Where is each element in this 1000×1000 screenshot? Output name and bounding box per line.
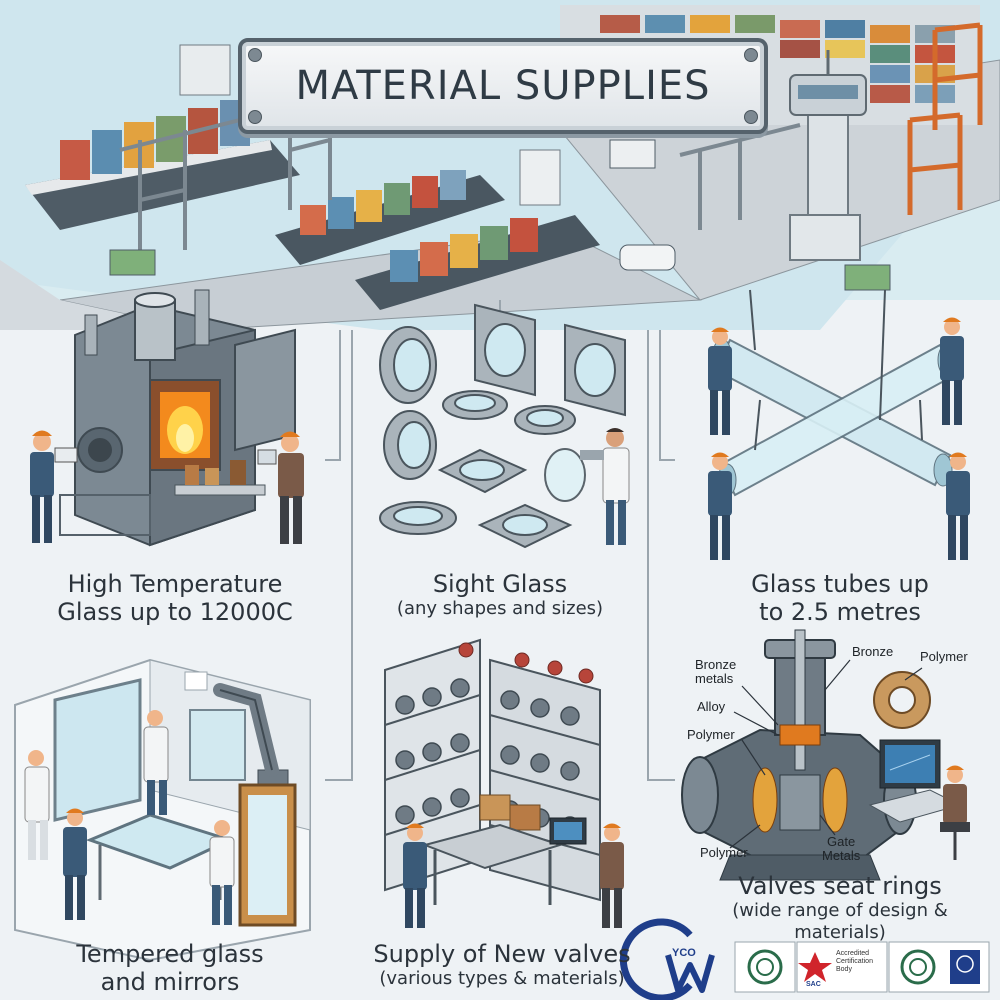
cert-line: Certification (836, 958, 873, 965)
cert-sac-label: SAC (806, 981, 821, 988)
caption-subline: (any shapes and sizes) (396, 598, 604, 619)
truck-icon (109, 139, 891, 291)
work-table (421, 823, 564, 905)
cargo-ship-icon (355, 149, 600, 310)
caption-seat-rings: Valves seat rings (wide range of design … (700, 872, 980, 944)
certification-badge-icon (796, 941, 888, 993)
worker-icon (708, 327, 732, 435)
caption-high-temp: High Temperature Glass up to 12000C (35, 570, 315, 626)
worker-icon (940, 765, 970, 860)
worker-icon (24, 750, 50, 860)
worker-icon (580, 428, 630, 545)
bolt-icon (744, 48, 758, 62)
container-crane-icon (119, 58, 801, 260)
caption-line: High Temperature (67, 570, 283, 598)
worker-icon (403, 823, 427, 928)
title-plate: MATERIAL SUPPLIES (238, 38, 768, 134)
caption-glass-tubes: Glass tubes up to 2.5 metres (700, 570, 980, 626)
label-polymer-bottom: Polymer (700, 845, 748, 860)
furnace-icon (59, 289, 296, 547)
worker-icon (600, 823, 624, 928)
worker-icon (708, 452, 732, 560)
caption-valves: Supply of New valves (various types & ma… (352, 940, 652, 990)
caption-subline: (wide range of design & (732, 900, 948, 921)
caption-subline: materials) (794, 922, 886, 943)
crates (479, 794, 541, 831)
label-line: metals (695, 671, 734, 686)
cert-text: Accredited Certification Body (836, 950, 873, 974)
label-line: Gate (827, 834, 856, 849)
bolt-icon (248, 48, 262, 62)
company-logo-icon (619, 918, 715, 1000)
worker-icon (63, 808, 87, 920)
caption-line: to 2.5 metres (759, 598, 921, 626)
sight-glass-icon (379, 303, 626, 549)
certification-badge-icon (888, 941, 990, 993)
cert-line: Accredited (836, 950, 870, 957)
caption-line: and mirrors (100, 968, 240, 996)
label-alloy: Alloy (697, 699, 726, 714)
caption-line: Glass tubes up (751, 570, 929, 598)
logo-text: YCO (672, 947, 696, 959)
caption-line: Glass up to 12000C (57, 598, 293, 626)
valve-handwheel (458, 642, 594, 684)
caption-line: Sight Glass (432, 570, 568, 598)
worker-icon (143, 710, 169, 815)
caption-subline: (various types & materials) (379, 968, 625, 989)
cert-line: Body (836, 966, 852, 973)
caption-line: Tempered glass (76, 940, 264, 968)
page-title: MATERIAL SUPPLIES (295, 63, 711, 109)
caption-line: Valves seat rings (738, 872, 942, 900)
worker-icon (257, 431, 304, 544)
label-polymer-top: Polymer (920, 649, 968, 664)
caption-line: Supply of New valves (373, 940, 631, 968)
label-bronze: Bronze (852, 644, 894, 659)
cargo-ship-icon (275, 170, 505, 265)
connector-lines (325, 300, 675, 781)
control-tower-icon (789, 50, 867, 261)
computer-icon (549, 817, 587, 845)
label-polymer-mid: Polymer (687, 727, 735, 742)
seat-ring-icon (873, 671, 931, 729)
certification-badge-icon (734, 941, 796, 993)
computer-icon (868, 739, 962, 823)
worker-icon (30, 430, 78, 543)
label-line: Bronze (695, 657, 737, 672)
worker-icon (946, 452, 970, 560)
label-gate-metals: Gate Metals (822, 835, 860, 863)
worker-icon (209, 820, 235, 925)
mirror-icon (238, 783, 297, 927)
label-leaders (729, 659, 923, 849)
label-bronze-metals: Bronze metals (695, 658, 736, 686)
bolt-icon (248, 110, 262, 124)
caption-sight-glass: Sight Glass (any shapes and sizes) (370, 570, 630, 620)
worker-icon (940, 317, 964, 425)
bolt-icon (744, 110, 758, 124)
caption-tempered: Tempered glass and mirrors (40, 940, 300, 996)
label-line: Metals (822, 848, 861, 863)
